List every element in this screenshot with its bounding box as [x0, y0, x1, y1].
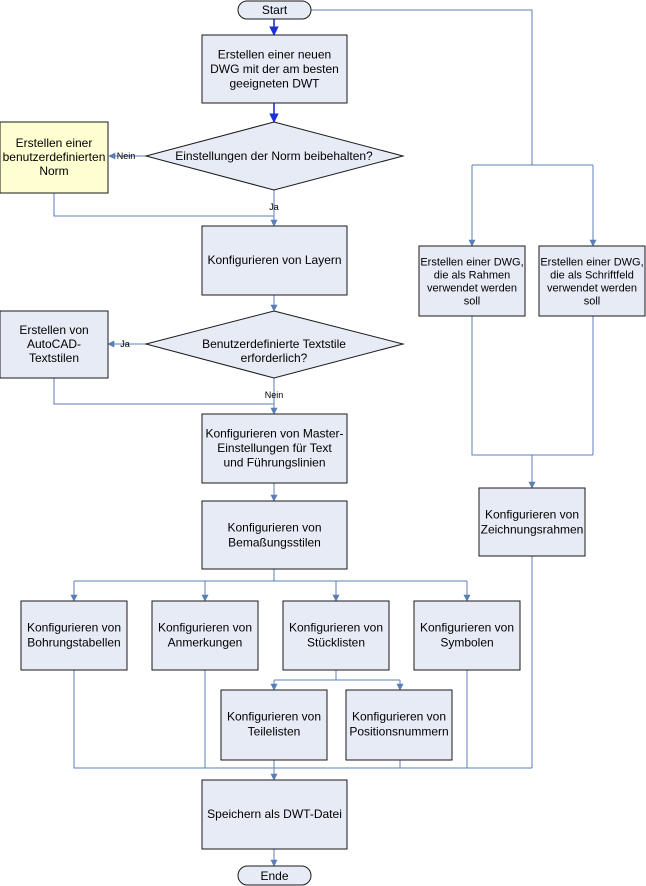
node-layers: Konfigurieren von Layern — [201, 225, 348, 296]
label-line: Konfigurieren von — [420, 621, 514, 635]
label-line: Norm — [39, 164, 68, 178]
label-line: Erstellen einer — [16, 136, 93, 150]
label-line: Erstellen einer neuen — [218, 48, 331, 62]
label-line: Konfigurieren von — [158, 621, 252, 635]
connectors — [53, 9, 597, 867]
edge-bom-sub — [274, 670, 337, 681]
label-line: geeigneten DWT — [229, 77, 320, 91]
edge-label-ja-2: Ja — [120, 339, 130, 349]
node-end: Ende — [237, 865, 312, 886]
label-line: Konfigurieren von Layern — [207, 253, 341, 267]
label-line: Anmerkungen — [168, 636, 243, 650]
node-start-label: Start — [262, 3, 288, 17]
label-line: Konfigurieren von — [289, 621, 383, 635]
node-save-dwt: Speichern als DWT-Datei — [201, 779, 348, 850]
label-line: und Führungslinien — [223, 456, 325, 470]
label-line: soll — [584, 296, 601, 308]
label-line: verwendet werden — [547, 283, 637, 295]
edge-label-nein-1: Nein — [117, 151, 136, 161]
label-line: Teilelisten — [248, 725, 301, 739]
label-line: Konfigurieren von — [485, 508, 579, 522]
node-end-label: Ende — [260, 869, 288, 883]
label-line: Speichern als DWT-Datei — [207, 807, 342, 821]
edge-custom-merge — [53, 193, 274, 217]
label-line: benutzerdefinierten — [3, 150, 106, 164]
label-line: Erstellen einer DWG, — [540, 257, 643, 269]
label-line: DWG mit der am besten — [210, 62, 339, 76]
label-line: die als Schriftfeld — [550, 270, 634, 282]
label-line: Erstellen von — [19, 323, 88, 337]
node-save-dwt-label: Speichern als DWT-Datei — [207, 807, 342, 821]
label-line: die als Rahmen — [434, 270, 510, 282]
edge-frame-merge — [471, 316, 593, 456]
label-line: Erstellen einer DWG, — [420, 257, 523, 269]
node-start: Start — [237, 0, 312, 20]
label-line: Positionsnummern — [349, 725, 448, 739]
label-line: Textstilen — [29, 351, 79, 365]
label-line: Einstellungen der Norm beibehalten? — [175, 149, 373, 163]
label-line: Benutzerdefinierte Textstile — [202, 337, 346, 351]
node-master-settings: Konfigurieren von Master-Einstellungen f… — [201, 413, 348, 484]
label-line: Symbolen — [440, 636, 493, 650]
label-line: erforderlich? — [241, 351, 308, 365]
label-line: Stücklisten — [307, 636, 365, 650]
label-line: Konfigurieren von — [352, 710, 446, 724]
label-line: Konfigurieren von — [27, 621, 121, 635]
label-line: verwendet werden — [427, 283, 517, 295]
node-layers-label: Konfigurieren von Layern — [207, 253, 341, 267]
edge-label-ja-1: Ja — [269, 202, 279, 212]
edge-hole-merge — [73, 670, 532, 769]
node-keep-norm-label: Einstellungen der Norm beibehalten? — [175, 149, 373, 163]
label-line: Zeichnungsrahmen — [481, 523, 584, 537]
label-line: Konfigurieren von Master- — [205, 427, 343, 441]
node-keep-norm: Einstellungen der Norm beibehalten? — [144, 121, 405, 191]
label-line: AutoCAD- — [27, 337, 81, 351]
label-line: Konfigurieren von — [227, 521, 321, 535]
label-line: Einstellungen für Text — [217, 441, 332, 455]
label-line: Bohrungstabellen — [27, 636, 120, 650]
node-master-settings-label: Konfigurieren von Master-Einstellungen f… — [205, 427, 343, 470]
edge-autocad-merge — [53, 378, 274, 405]
label-line: soll — [464, 296, 481, 308]
label-line: Bemaßungsstilen — [228, 536, 321, 550]
edge-start-right — [311, 9, 533, 165]
label-line: Konfigurieren von — [227, 710, 321, 724]
edge-label-nein-2: Nein — [265, 390, 284, 400]
